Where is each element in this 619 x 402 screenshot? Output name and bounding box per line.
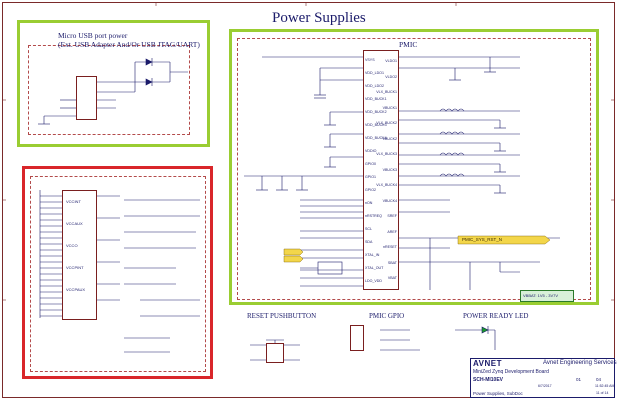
avnet-logo: AVNET <box>473 359 503 368</box>
bank-label-vccpint: VCCPINT <box>66 265 84 270</box>
pmic-pin-left: VDD_BUCK3 <box>365 123 387 127</box>
pmic-pin-right: nRESET <box>383 245 397 249</box>
sheet-title: Power Supplies <box>272 10 366 26</box>
pmic-gpio-label: PMIC GPIO <box>369 312 405 320</box>
power-ready-led-label: POWER READY LED <box>463 312 529 320</box>
pmic-pin-right: VLX_BUCK2 <box>376 121 397 125</box>
usb-power-zone <box>28 45 190 135</box>
pmic-pin-right: VLDO1 <box>385 59 397 63</box>
pmic-pin-left: VDD_BUCK4 <box>365 136 387 140</box>
sheet-number: 01 <box>576 377 582 382</box>
pmic-pin-left: VDD_BUCK2 <box>365 110 387 114</box>
pmic-pin-left: XTAL_IN <box>365 253 380 257</box>
pmic-pin-right: AREF <box>387 229 397 234</box>
pmic-pin-left: nON <box>365 201 373 205</box>
usb-power-highlight[interactable] <box>17 20 210 147</box>
bank-label-vccpaux: VCCPAUX <box>66 287 86 292</box>
bank-label-vccaux: VCCAUX <box>66 221 83 226</box>
pmic-pin-left: GPIO0 <box>365 162 376 166</box>
power-bank-zone <box>30 176 206 372</box>
pmic-pin-left: GPIO1 <box>365 175 376 179</box>
usb-power-subtitle: (Ext. USB Adapter And/Or USB JTAG/UART) <box>58 40 200 49</box>
pmic-pin-left: VSYS <box>365 58 375 62</box>
title-block <box>470 358 615 398</box>
sheet-name: Power Supplies, SubDoc <box>473 391 523 396</box>
pmic-pin-right: VBUCK2 <box>382 136 397 141</box>
fpga-power-pins-component: VCCINT VCCAUX VCCO VCCPINT VCCPAUX <box>62 190 97 320</box>
sheet-time: 11:52:45 AM <box>595 384 615 388</box>
pmic-pin-right: VBUCK3 <box>382 167 397 172</box>
pmic-pin-right: VLX_BUCK3 <box>376 152 397 156</box>
pmic-pin-right: VLX_BUCK4 <box>376 183 397 187</box>
doc-number: SCH-MI10EV <box>473 377 504 383</box>
reset-pushbutton-label: RESET PUSHBUTTON <box>247 312 317 320</box>
pmic-pin-left: LDO_VDD <box>365 279 382 283</box>
battery-note-box: VBBAT: 1V5 - 3V7V <box>520 290 574 302</box>
usb-power-title: Micro USB port power <box>58 31 128 40</box>
pmic-pin-left: SDA <box>365 240 373 244</box>
page-count: 11 of 14 <box>596 391 609 395</box>
sheet-date: 6/7/2017 <box>538 384 552 388</box>
pmic-pin-right: VBUCK1 <box>382 105 397 110</box>
pmic-pin-left: VDD_LDO1 <box>365 71 384 75</box>
pmic-pin-right: SREF <box>387 214 397 218</box>
pmic-pin-left: SCL <box>365 227 372 231</box>
nreset-net-label: PMIC_SYS_RST_N <box>462 237 503 242</box>
pmic-pin-right: VBAT <box>387 276 397 280</box>
bank-label-vccint: VCCINT <box>66 199 81 204</box>
pmic-pin-left: VDD_LDO2 <box>365 84 384 88</box>
pmic-pin-left: VDD_BUCK1 <box>365 97 387 101</box>
pmic-pin-right: VLDO2 <box>385 74 397 79</box>
pmic-pin-right: VLX_BUCK1 <box>376 90 397 94</box>
pmic-pin-right: SBAT <box>387 260 397 265</box>
pmic-pin-left: nRSTREQ <box>365 214 382 218</box>
pmic-highlight[interactable] <box>229 29 599 305</box>
battery-note-text: VBBAT: 1V5 - 3V7V <box>523 293 559 298</box>
power-bank-highlight[interactable] <box>22 166 213 379</box>
reset-pushbutton-switch <box>266 343 284 363</box>
pmic-pin-left: VDDIO <box>365 149 377 153</box>
pmic-pin-left: XTAL_OUT <box>365 266 384 270</box>
pmic-pin-right: VBUCK4 <box>382 198 397 203</box>
pmic-pin-left: GPIO2 <box>365 188 376 192</box>
pmic-zone <box>237 38 591 300</box>
company-name: Avnet Engineering Services <box>543 360 617 366</box>
pmic-zone-label: PMIC <box>399 40 418 49</box>
revision: 04 <box>596 377 602 382</box>
pmic-gpio-header <box>350 325 364 351</box>
project-name: MiniZed Zynq Development Board <box>473 369 549 375</box>
usb-connector-component <box>76 76 97 120</box>
bank-label-vcco: VCCO <box>66 243 78 248</box>
